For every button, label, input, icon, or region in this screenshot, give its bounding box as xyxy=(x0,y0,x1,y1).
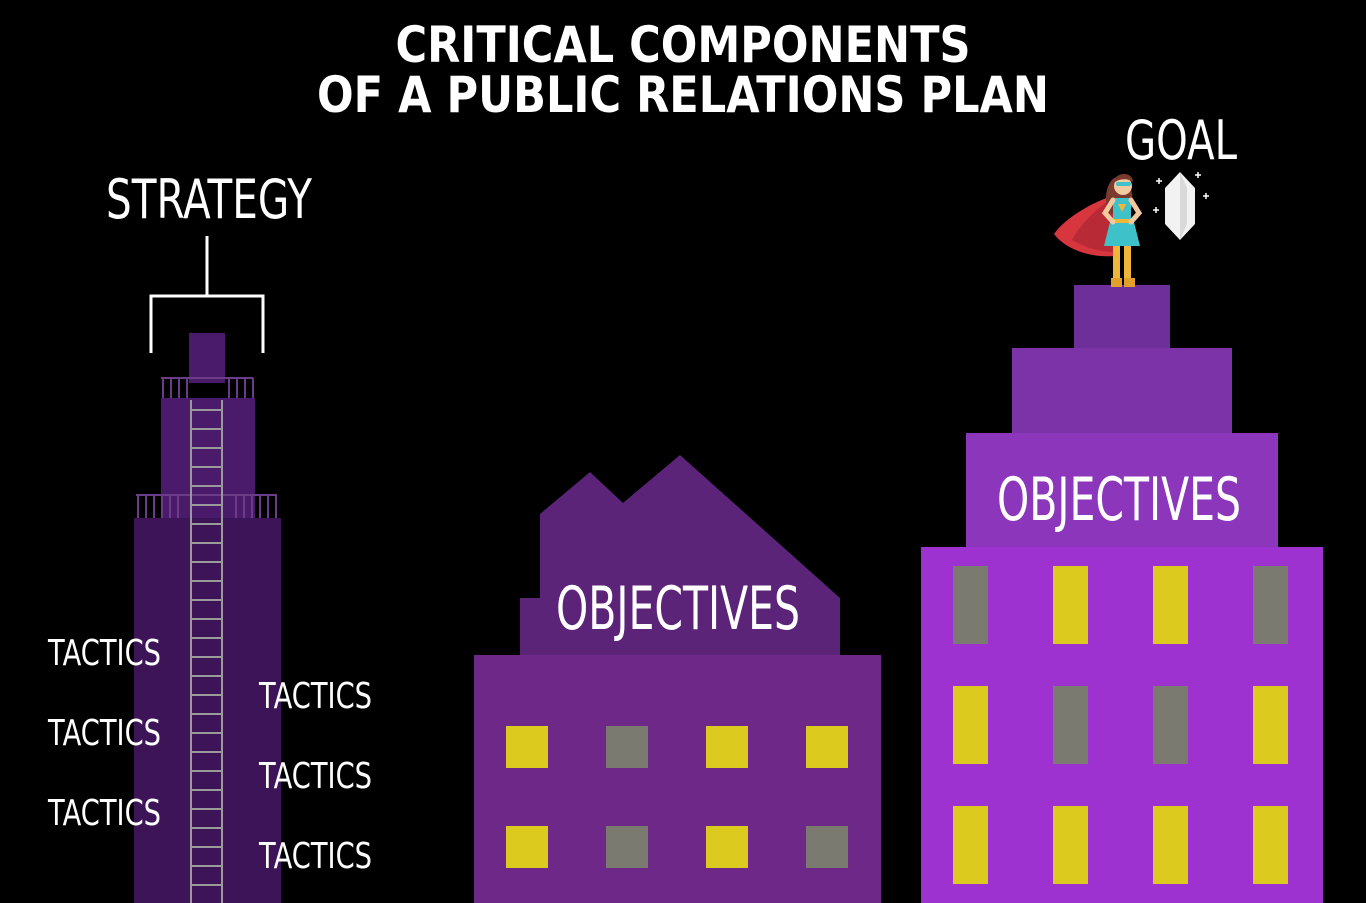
window-lit xyxy=(1053,566,1088,644)
middle-building xyxy=(474,455,881,903)
window-dark xyxy=(953,566,988,644)
right-objectives-band xyxy=(966,433,1278,548)
window-lit xyxy=(806,726,848,768)
window-lit xyxy=(706,726,748,768)
right-building xyxy=(921,285,1323,903)
window-lit xyxy=(1153,566,1188,644)
superhero-woman-icon xyxy=(1054,173,1143,287)
objectives-label-right: OBJECTIVES xyxy=(997,465,1241,535)
tactics-label: TACTICS xyxy=(258,836,372,877)
tactics-label: TACTICS xyxy=(47,793,161,834)
tactics-label: TACTICS xyxy=(258,676,372,717)
window-dark xyxy=(1253,566,1288,644)
window-lit xyxy=(506,826,548,868)
window-lit xyxy=(953,686,988,764)
goal-label: GOAL xyxy=(1125,109,1237,172)
strategy-bracket xyxy=(149,236,265,353)
tactics-label: TACTICS xyxy=(47,633,161,674)
tower-railing-upper xyxy=(161,377,254,398)
window-dark xyxy=(606,826,648,868)
window-lit xyxy=(1253,806,1288,884)
window-lit xyxy=(1253,686,1288,764)
title-line-1: CRITICAL COMPONENTS xyxy=(396,16,971,74)
window-dark xyxy=(806,826,848,868)
tower-base xyxy=(134,518,281,903)
window-lit xyxy=(1053,806,1088,884)
tactics-label: TACTICS xyxy=(258,756,372,797)
tower-spire xyxy=(189,333,225,383)
objectives-label-middle: OBJECTIVES xyxy=(556,574,800,644)
window-dark xyxy=(1053,686,1088,764)
tactics-label: TACTICS xyxy=(47,713,161,754)
tactics-tower xyxy=(134,333,281,903)
ladder xyxy=(190,400,223,903)
strategy-label: STRATEGY xyxy=(106,168,313,231)
gem-icon xyxy=(1153,172,1209,240)
window-dark xyxy=(1153,686,1188,764)
window-lit xyxy=(953,806,988,884)
right-second-tier xyxy=(1012,348,1232,434)
tower-upper xyxy=(161,398,255,523)
right-top-tier xyxy=(1074,285,1170,349)
title-line-2: OF A PUBLIC RELATIONS PLAN xyxy=(317,66,1049,124)
tower-railing-lower xyxy=(136,494,277,518)
window-lit xyxy=(706,826,748,868)
window-lit xyxy=(1153,806,1188,884)
window-lit xyxy=(506,726,548,768)
window-dark xyxy=(606,726,648,768)
middle-roof xyxy=(520,455,840,655)
